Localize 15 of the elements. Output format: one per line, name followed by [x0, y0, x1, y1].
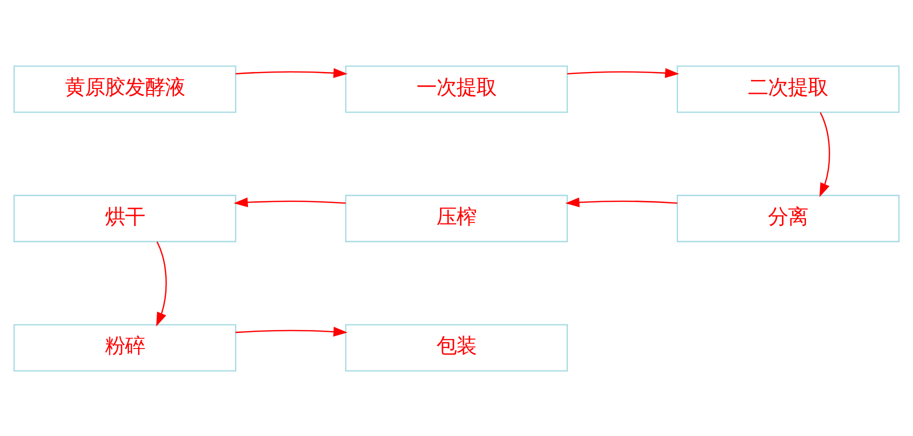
arrow — [819, 112, 830, 197]
node-box: 烘干 — [13, 194, 236, 242]
node-box: 包装 — [345, 324, 568, 372]
node-box: 一次提取 — [345, 64, 568, 112]
arrow — [236, 68, 348, 78]
node-box: 黄原胶发酵液 — [13, 64, 236, 112]
node-box: 分离 — [676, 194, 900, 242]
arrow — [156, 241, 167, 326]
arrow — [236, 326, 348, 336]
arrow — [567, 68, 680, 78]
arrow — [565, 196, 678, 207]
node-box: 粉碎 — [13, 324, 236, 372]
node-box: 压榨 — [345, 194, 568, 242]
node-box: 二次提取 — [676, 64, 900, 112]
arrow — [234, 196, 346, 207]
